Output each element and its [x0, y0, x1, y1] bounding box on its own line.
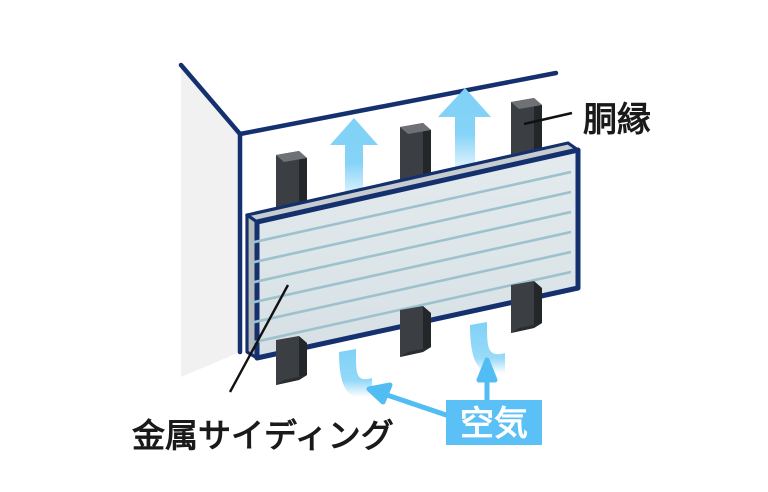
airflow-up-arrows [330, 88, 491, 200]
airflow-stream-right [470, 322, 505, 374]
furring-strip [511, 281, 542, 333]
air-callout-arrows [366, 357, 498, 421]
leader-line-siding [228, 284, 290, 393]
label-furring-strip: 胴縁 [583, 100, 651, 140]
furring-strips-lower [276, 281, 542, 385]
air-badge: 空気 [446, 400, 542, 445]
furring-strip [276, 336, 307, 385]
label-metal-siding: 金属サイディング [131, 416, 394, 455]
air-arrow-upleft [366, 382, 456, 421]
leader-line-furring [523, 111, 573, 126]
airflow-arrow-up [438, 88, 491, 172]
label-air: 空気 [460, 404, 528, 444]
airflow-stream-left [339, 349, 372, 398]
wall-side-face [181, 65, 240, 377]
furring-strip [400, 306, 431, 357]
air-badge-background [446, 400, 542, 445]
airflow-arrow-up [330, 118, 378, 200]
panel-face [254, 147, 581, 361]
airflow-streams [339, 322, 505, 398]
